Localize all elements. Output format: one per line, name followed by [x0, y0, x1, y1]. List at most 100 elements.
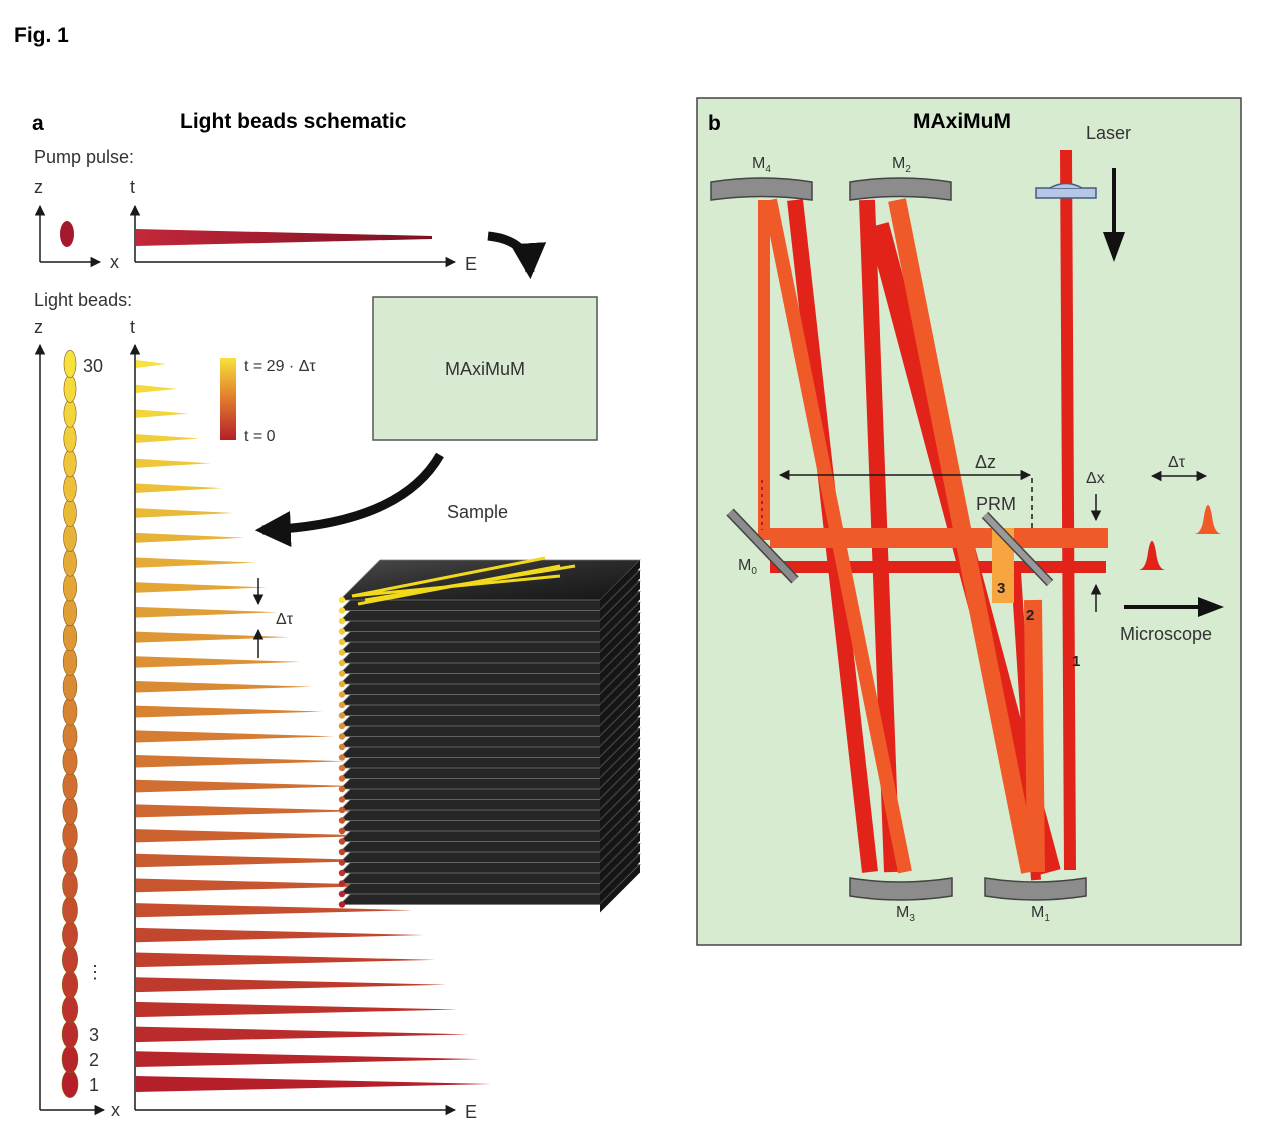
bead-spike	[136, 779, 357, 793]
bead-spike	[136, 606, 279, 618]
light-bead	[62, 647, 78, 676]
sample-layer-bead	[338, 806, 346, 814]
figure-title: Fig. 1	[14, 24, 69, 47]
sample-layer-side	[600, 707, 640, 755]
maximum-box-label: MAxiMuM	[445, 359, 525, 379]
sample-layer-side	[600, 770, 640, 818]
light-bead	[61, 995, 79, 1024]
sample-layer-bead	[338, 596, 346, 604]
bead-spike	[136, 532, 245, 543]
sample-layer-bead	[338, 680, 346, 688]
sample-layer-side	[600, 591, 640, 640]
delta-x-label: Δx	[1086, 470, 1105, 487]
bead-spike	[136, 557, 256, 568]
light-bead	[63, 350, 77, 378]
sample-layer-side	[600, 759, 640, 808]
prm-mirror	[982, 512, 1053, 586]
sample-layer-side	[600, 864, 640, 913]
panel-b-letter: b	[708, 112, 721, 135]
light-bead	[62, 896, 78, 925]
sample-layer-bead	[338, 764, 346, 772]
light-bead	[63, 449, 77, 478]
beam-laser-input	[1060, 149, 1076, 871]
sample-layer-side	[600, 570, 640, 619]
sample-layer-bead	[338, 628, 346, 635]
colorbar-bottom-label: t = 0	[244, 428, 276, 445]
sample-layer-side	[600, 686, 640, 734]
sample-layer-side	[600, 780, 640, 829]
light-bead	[63, 573, 77, 602]
mirror-m0-label: M0	[738, 557, 757, 577]
sample-layer-bead	[338, 754, 346, 761]
bead-spike	[136, 804, 368, 818]
sample-layer-bead	[338, 848, 346, 856]
bead-spike	[136, 1001, 458, 1018]
sample-layer-side	[600, 728, 640, 776]
light-bead	[62, 871, 78, 900]
sample-label: Sample	[447, 502, 508, 522]
bead-spike	[136, 384, 178, 393]
light-bead	[62, 846, 78, 875]
sample-layer-side	[600, 854, 640, 902]
bead-spike	[136, 730, 335, 743]
sample-layer-bead	[338, 670, 346, 677]
mirror-m4	[710, 177, 813, 201]
mirror-m0	[727, 509, 798, 583]
pump-e-label: E	[465, 254, 477, 274]
bead-spike	[136, 829, 379, 843]
sample-layer-side	[600, 560, 640, 608]
sample-layer-bead	[338, 733, 346, 740]
cavity-to-beads-arrow	[254, 452, 444, 547]
sample-layer-bead	[338, 638, 346, 646]
bead-spike	[136, 483, 223, 493]
bead-spike	[136, 409, 189, 418]
sample-layer-side	[600, 738, 640, 787]
colorbar-top-label: t = 29 · Δτ	[244, 358, 316, 375]
bead-spike	[136, 434, 200, 443]
colorbar	[220, 358, 236, 440]
sample-layer-bead	[338, 607, 346, 614]
bead-column	[61, 350, 79, 1098]
sample-layer-bead	[338, 796, 346, 803]
bead-spike	[136, 582, 267, 593]
light-bead	[63, 499, 77, 527]
sample-layer-bead	[338, 712, 346, 719]
bead-spike	[136, 878, 402, 893]
panel-b-title: MAxiMuM	[913, 110, 1011, 133]
beads-t-label: t	[130, 317, 135, 337]
sample-layer-bead	[338, 869, 346, 877]
sample-layer-bead	[338, 649, 346, 656]
sample-layer-side	[600, 623, 640, 671]
light-bead	[63, 548, 77, 577]
pump-spike	[136, 229, 432, 246]
laser-lens-curve	[1049, 182, 1083, 189]
delta-z-label: Δz	[975, 452, 996, 472]
panel-a-title: Light beads schematic	[180, 110, 407, 133]
bead-spike	[136, 705, 323, 718]
sample-layer-bead	[338, 817, 346, 824]
sample-layer-bead	[338, 722, 346, 730]
mirror-m3-label: M3	[896, 904, 915, 924]
bead-label-top: 30	[83, 356, 103, 376]
light-bead	[63, 424, 77, 453]
mirror-m1-label: M1	[1031, 904, 1050, 924]
light-bead	[62, 722, 78, 751]
bead-label-1: 1	[89, 1075, 99, 1095]
beam-light-orange	[992, 528, 1014, 603]
bead-label-3: 3	[89, 1025, 99, 1045]
sample-layer-side	[600, 633, 640, 682]
sample-layer-bead	[338, 617, 346, 625]
sample-layer-side	[600, 801, 640, 850]
bead-spike	[136, 1076, 491, 1092]
bead-spike	[136, 977, 447, 993]
light-bead	[61, 1020, 79, 1049]
beads-x-label: x	[111, 1100, 120, 1120]
maximum-box	[372, 296, 598, 441]
panel-a-letter: a	[32, 112, 44, 135]
bead-spike	[136, 927, 424, 943]
light-bead	[63, 399, 77, 428]
sample-layer-bead	[338, 659, 346, 667]
sample-stack	[338, 556, 641, 913]
light-bead	[63, 474, 77, 503]
sample-layer-bead	[338, 785, 346, 793]
